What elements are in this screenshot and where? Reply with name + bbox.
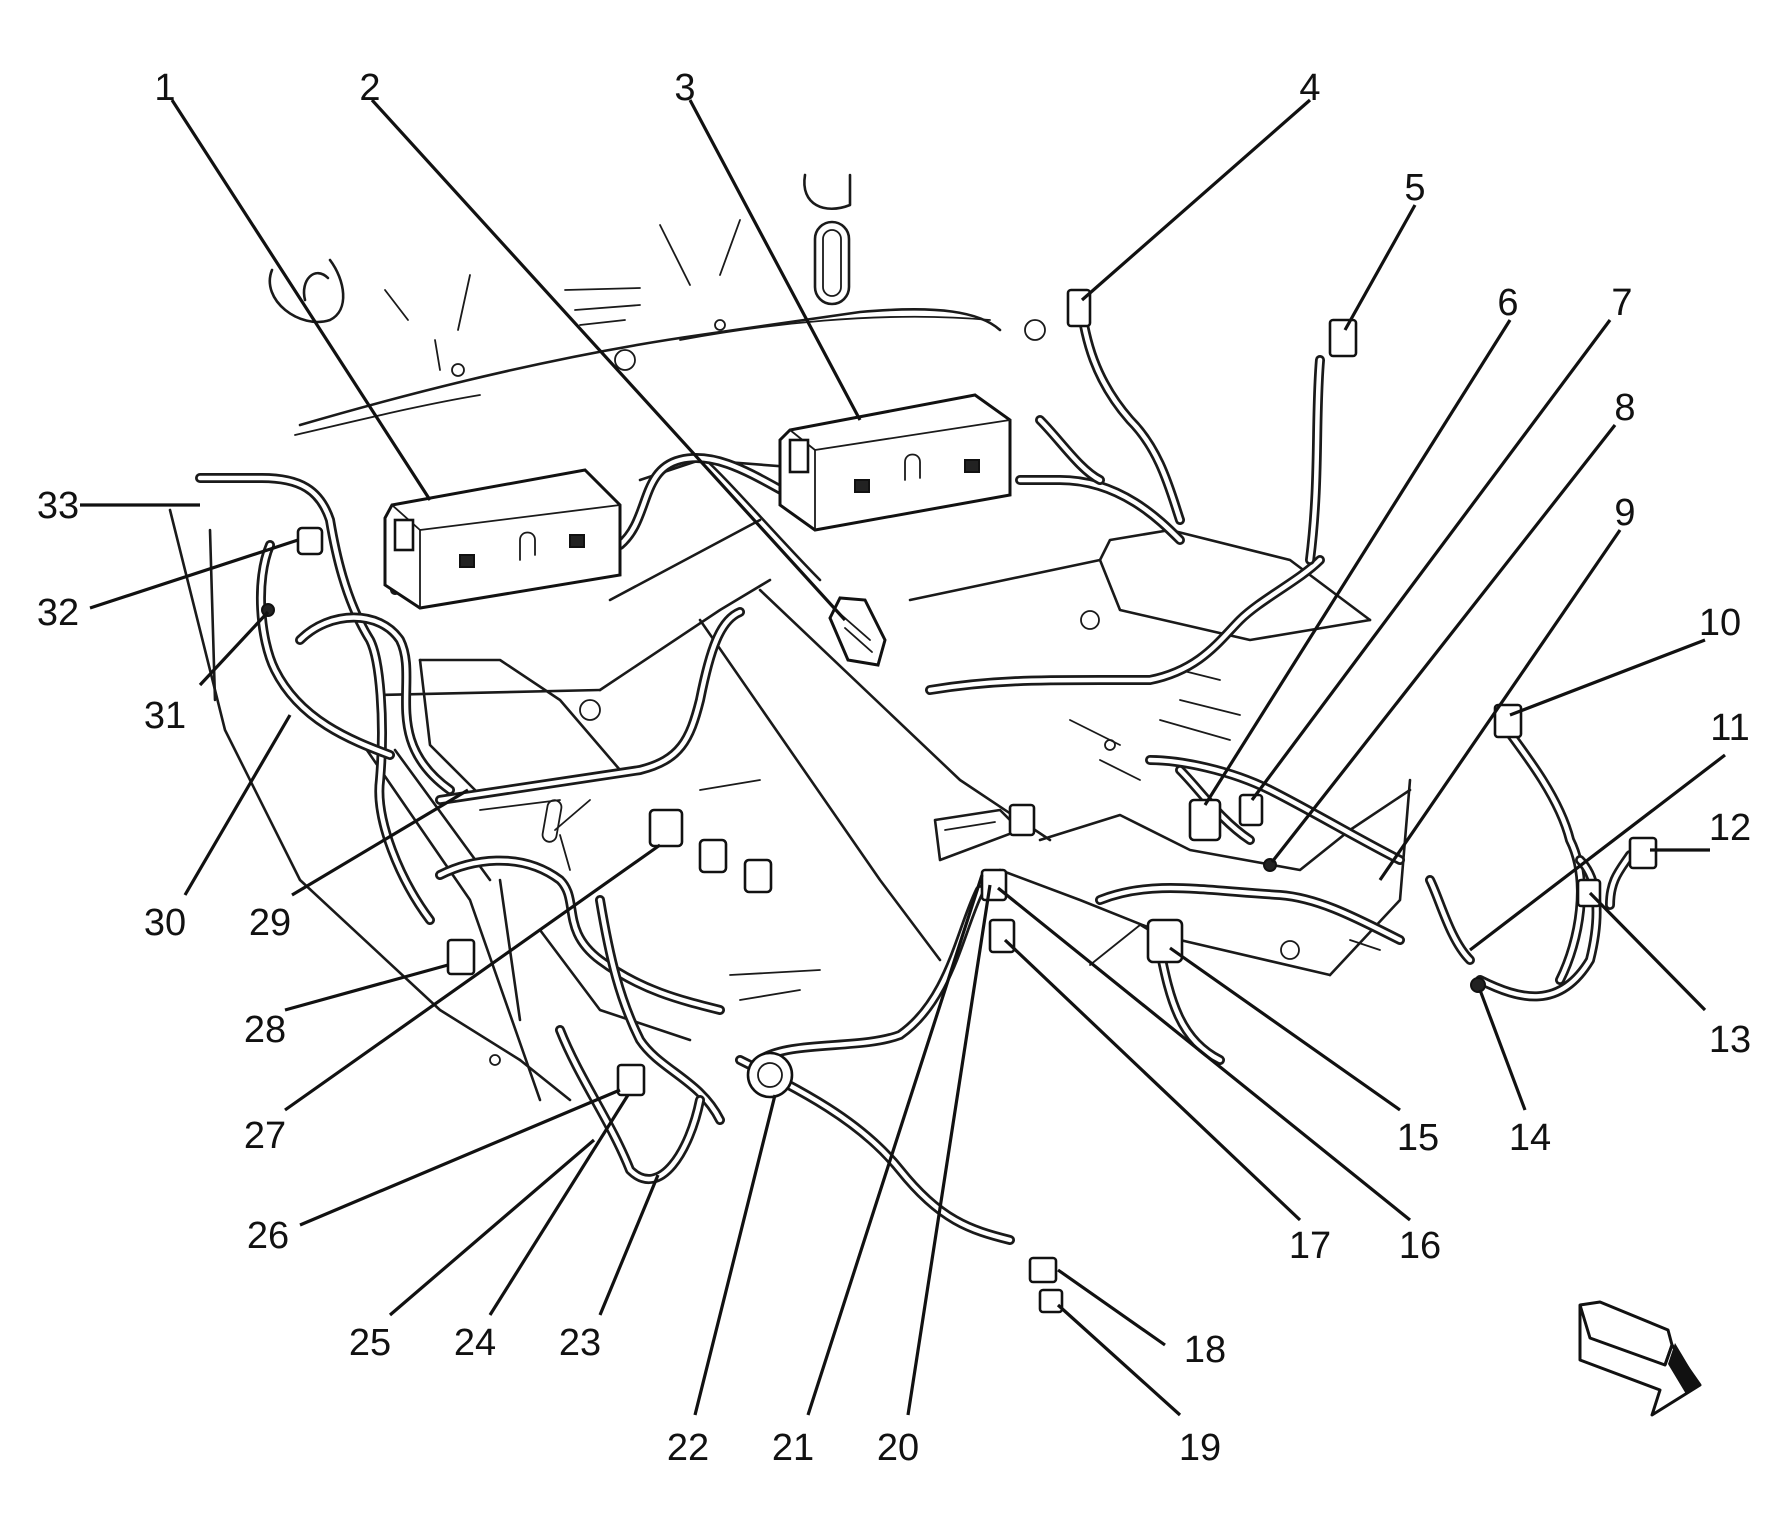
callout-5: 5 bbox=[1404, 167, 1425, 209]
grommet-22 bbox=[746, 1051, 794, 1099]
connector-32 bbox=[296, 526, 324, 556]
connector-27c bbox=[743, 858, 773, 894]
callout-19: 19 bbox=[1179, 1427, 1221, 1469]
callout-9: 9 bbox=[1614, 492, 1635, 534]
connector-27b bbox=[698, 838, 728, 874]
callout-16: 16 bbox=[1399, 1225, 1441, 1267]
callout-labels: 1 2 3 4 5 6 7 8 9 10 11 12 13 14 15 16 1… bbox=[37, 67, 1751, 1469]
callout-23: 23 bbox=[559, 1322, 601, 1364]
connector-26 bbox=[616, 1063, 646, 1097]
leader-lines bbox=[80, 98, 1726, 1417]
callout-4: 4 bbox=[1299, 67, 1320, 109]
callout-11: 11 bbox=[1710, 707, 1749, 749]
connector-18 bbox=[1028, 1256, 1058, 1284]
connector-13 bbox=[1576, 878, 1602, 908]
callout-1: 1 bbox=[154, 67, 175, 109]
connector-27 bbox=[648, 808, 684, 848]
front-direction-arrow-icon bbox=[1578, 1300, 1702, 1417]
connector-16 bbox=[980, 868, 1008, 902]
callout-15: 15 bbox=[1397, 1117, 1439, 1159]
callout-24: 24 bbox=[454, 1322, 496, 1364]
callout-20: 20 bbox=[877, 1427, 919, 1469]
connector-near-tunnel bbox=[1008, 803, 1036, 837]
callout-32: 32 bbox=[37, 592, 79, 634]
callout-21: 21 bbox=[772, 1427, 814, 1469]
connector-6 bbox=[1188, 798, 1222, 842]
callout-31: 31 bbox=[144, 695, 186, 737]
callout-14: 14 bbox=[1509, 1117, 1551, 1159]
callout-13: 13 bbox=[1709, 1019, 1751, 1061]
connector-12 bbox=[1628, 836, 1658, 870]
connector-5 bbox=[1328, 318, 1358, 358]
callout-26: 26 bbox=[247, 1215, 289, 1257]
components bbox=[261, 288, 1658, 1314]
callout-10: 10 bbox=[1699, 602, 1741, 644]
callout-8: 8 bbox=[1614, 387, 1635, 429]
callout-33: 33 bbox=[37, 485, 79, 527]
callout-2: 2 bbox=[359, 67, 380, 109]
connector-19 bbox=[1038, 1288, 1064, 1314]
connector-block-2 bbox=[828, 596, 887, 667]
callout-6: 6 bbox=[1497, 282, 1518, 324]
connector-7 bbox=[1238, 793, 1264, 827]
callout-22: 22 bbox=[667, 1427, 709, 1469]
callout-29: 29 bbox=[249, 902, 291, 944]
callout-25: 25 bbox=[349, 1322, 391, 1364]
connector-10 bbox=[1493, 703, 1523, 739]
fastener-14 bbox=[1470, 977, 1486, 993]
connector-28 bbox=[446, 938, 476, 976]
callout-12: 12 bbox=[1709, 807, 1751, 849]
callout-7: 7 bbox=[1611, 282, 1632, 324]
callout-27: 27 bbox=[244, 1115, 286, 1157]
module-3 bbox=[778, 393, 1012, 532]
callout-28: 28 bbox=[244, 1009, 286, 1051]
callout-17: 17 bbox=[1289, 1225, 1331, 1267]
callout-3: 3 bbox=[674, 67, 695, 109]
callout-18: 18 bbox=[1184, 1329, 1226, 1371]
connector-15 bbox=[1146, 918, 1184, 964]
module-1 bbox=[383, 468, 622, 610]
callout-30: 30 bbox=[144, 902, 186, 944]
